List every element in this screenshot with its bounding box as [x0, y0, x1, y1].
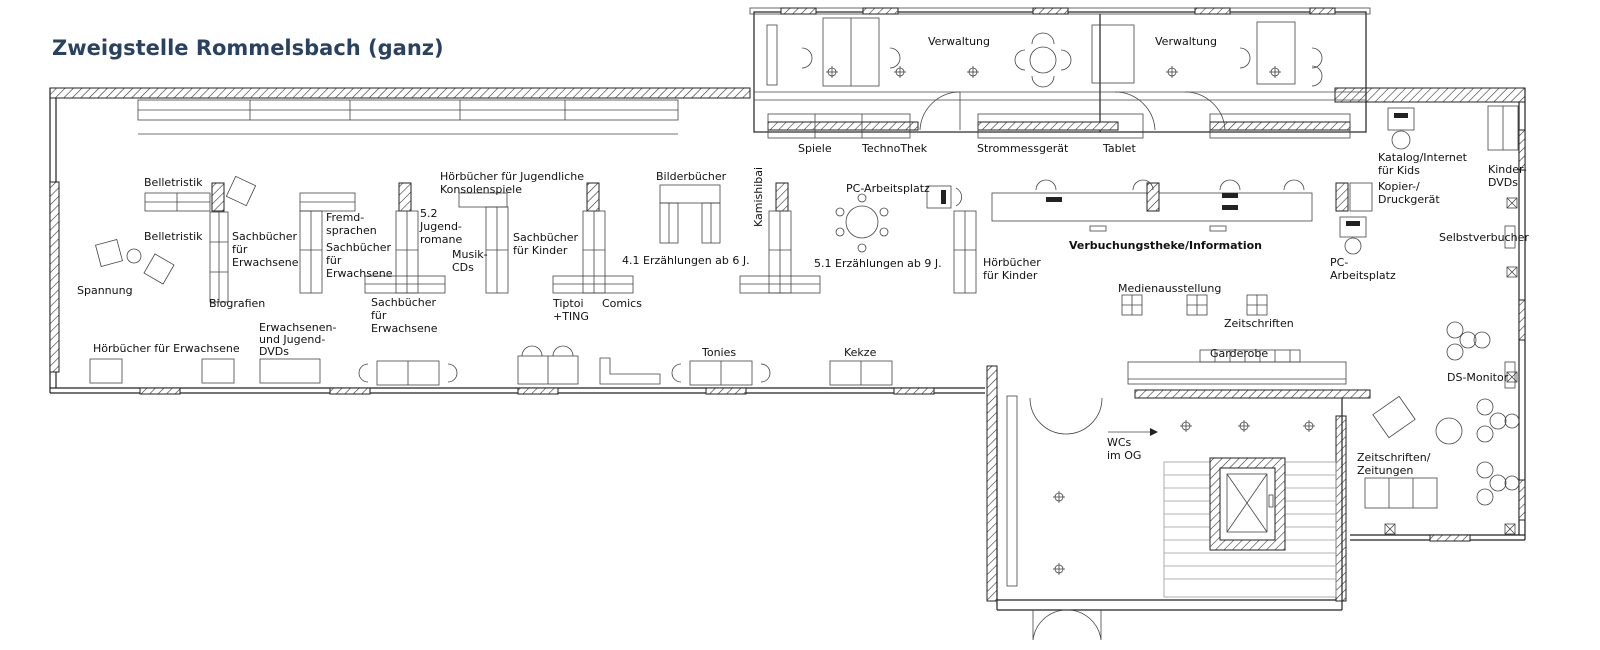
label-sachbuecher-kinder: Sachbücher für Kinder	[513, 231, 582, 257]
label-kinder-dvds: Kinder- DVDs	[1488, 163, 1530, 189]
room-labels: Belletristik Belletristik Spannung Biogr…	[77, 35, 1530, 477]
label-hoerbuecher-kinder: Hörbücher für Kinder	[983, 256, 1044, 282]
label-medienausstellung: Medienausstellung	[1118, 282, 1221, 295]
label-technothek: TechnoThek	[861, 142, 928, 155]
label-selbstverbucher: Selbstverbucher	[1439, 231, 1529, 244]
label-strommessgeraet: Strommessgerät	[977, 142, 1069, 155]
label-zeitschriften: Zeitschriften	[1224, 317, 1294, 330]
label-pc-arbeitsplatz-1: PC-Arbeitsplatz	[846, 182, 930, 195]
label-tonies: Tonies	[701, 346, 736, 359]
label-garderobe: Garderobe	[1210, 347, 1268, 360]
right-wing	[1335, 105, 1520, 535]
label-musik-cds: Musik- CDs	[452, 248, 491, 274]
label-kekze: Kekze	[844, 346, 877, 359]
label-belletristik-2: Belletristik	[144, 230, 203, 243]
furniture	[89, 175, 1313, 386]
label-verwaltung-2: Verwaltung	[1155, 35, 1217, 48]
label-hoerbuecher-jugendliche: Hörbücher für Jugendliche Konsolenspiele	[440, 170, 587, 196]
label-zeitschriften-zeitungen: Zeitschriften/ Zeitungen	[1357, 451, 1434, 477]
label-verbuchungstheke: Verbuchungstheke/Information	[1069, 239, 1262, 252]
label-jugendromane: 5.2 Jugend- romane	[419, 207, 465, 246]
label-belletristik-1: Belletristik	[144, 176, 203, 189]
label-dvds: Erwachsenen- und Jugend- DVDs	[259, 321, 340, 358]
label-ds-monitor: DS-Monitor	[1447, 371, 1509, 384]
label-comics: Comics	[602, 297, 642, 310]
label-spannung: Spannung	[77, 284, 133, 297]
label-spiele: Spiele	[798, 142, 832, 155]
label-verwaltung-1: Verwaltung	[928, 35, 990, 48]
label-katalog: Katalog/Internet für Kids	[1378, 151, 1470, 177]
label-erzaehlungen-9: 5.1 Erzählungen ab 9 J.	[814, 257, 942, 270]
entrance-block	[986, 349, 1371, 641]
admin-block	[749, 7, 1371, 139]
label-sachbuecher-erwachsene-1: Sachbücher für Erwachsene	[232, 230, 301, 269]
label-tablet: Tablet	[1102, 142, 1136, 155]
label-kopierer: Kopier-/ Druckgerät	[1378, 180, 1440, 206]
label-bilderbuecher: Bilderbücher	[656, 170, 727, 183]
label-pc-arbeitsplatz-2: PC- Arbeitsplatz	[1330, 256, 1396, 282]
page-title: Zweigstelle Rommelsbach (ganz)	[52, 36, 444, 60]
label-biografien: Biografien	[209, 297, 265, 310]
label-erzaehlungen-6: 4.1 Erzählungen ab 6 J.	[622, 254, 750, 267]
outer-walls	[49, 87, 1526, 542]
label-sachbuecher-erwachsene-2: Sachbücher für Erwachsene	[326, 241, 395, 280]
label-kamishibai: Kamishibai	[752, 167, 765, 227]
label-sachbuecher-erwachsene-3: Sachbücher für Erwachsene	[371, 296, 440, 335]
label-tiptoi: Tiptoi +TING	[552, 297, 589, 323]
label-fremdsprachen: Fremd- sprachen	[326, 211, 377, 237]
label-wcs: WCs im OG	[1107, 436, 1141, 462]
label-hoerbuecher-erwachsene: Hörbücher für Erwachsene	[93, 342, 240, 355]
